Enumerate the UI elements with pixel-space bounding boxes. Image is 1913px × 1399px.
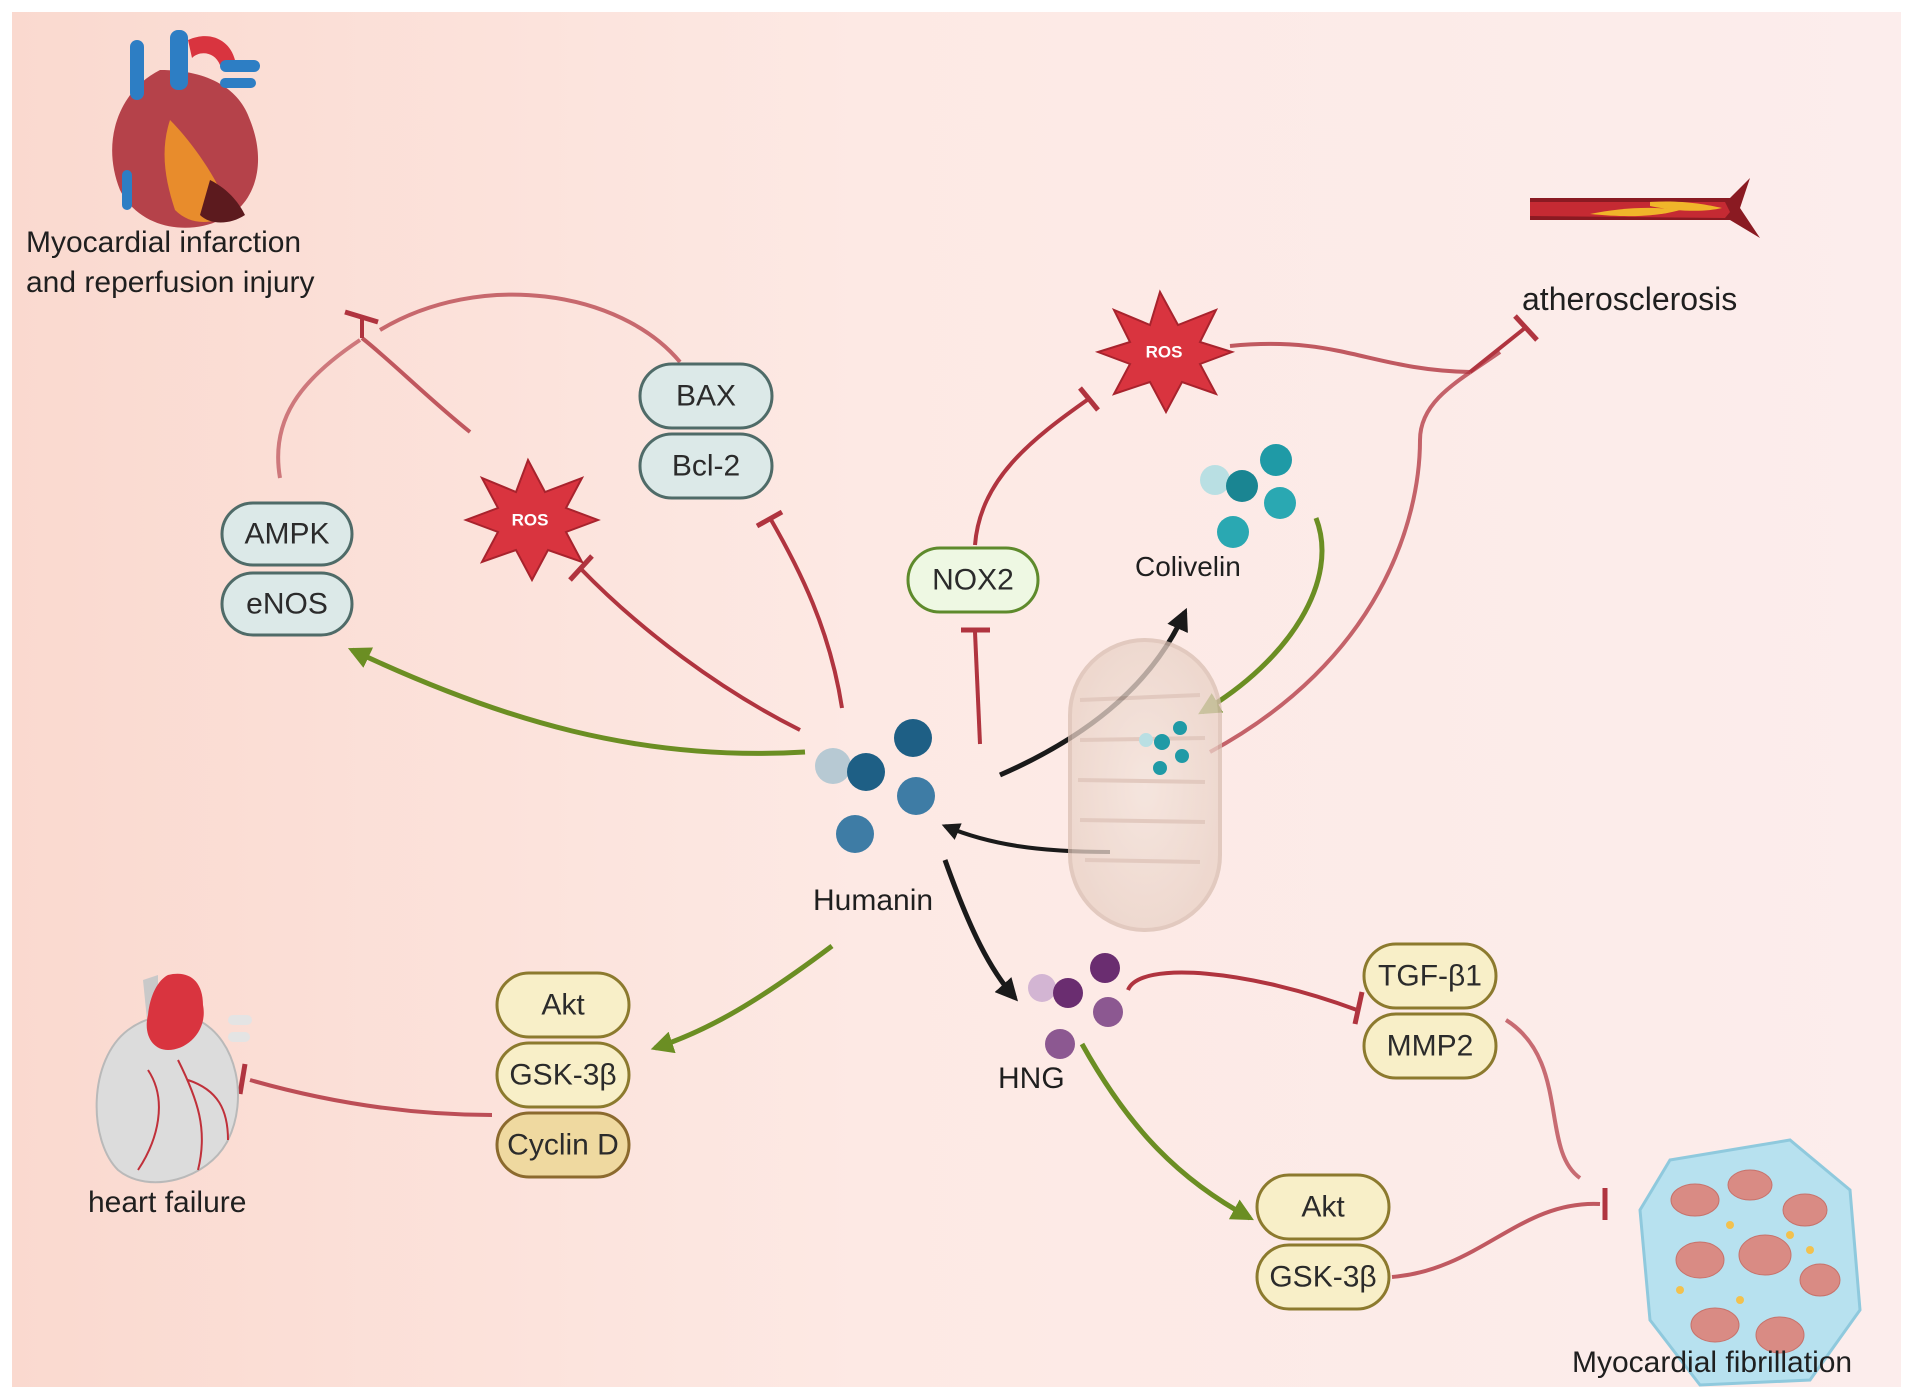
humanin-molecule-icon	[815, 719, 935, 853]
inhibit-tbar-ros-right	[1078, 386, 1100, 412]
inhibit-tbar-heart-failure	[237, 1063, 248, 1095]
colivelin-molecule-icon	[1200, 444, 1296, 548]
inhibit-tbar-mi-cap	[344, 309, 379, 325]
inhibit-line-humanin-to-ros-left	[578, 566, 801, 732]
inhibit-line-humanin-to-nox2	[973, 631, 982, 745]
mmp2-label: MMP2	[1387, 1030, 1474, 1063]
inhibit-line-mmp2-to-fibrillation	[1504, 1018, 1582, 1180]
enos-label: eNOS	[246, 588, 328, 621]
inhibit-line-athero-stem	[1468, 326, 1527, 374]
atherosclerosis-label: atherosclerosis	[1522, 281, 1737, 317]
inhibit-line-ampk-to-mi	[276, 338, 362, 479]
heart-failure-label: heart failure	[88, 1186, 246, 1219]
nox2-label: NOX2	[932, 564, 1014, 597]
activate-line-hng-to-akt-right	[1079, 1042, 1254, 1221]
gsk3b-right-box: GSK-3β	[1255, 1243, 1391, 1311]
colivelin-label: Colivelin	[1135, 551, 1241, 582]
heart-infarction-icon	[112, 30, 260, 228]
mmp2-box: MMP2	[1362, 1012, 1498, 1080]
background-panel	[12, 12, 1901, 1387]
bax-box: BAX	[638, 362, 774, 430]
gsk3b-right-label: GSK-3β	[1269, 1261, 1376, 1294]
ros-left-label: ROS	[512, 511, 549, 530]
ros-right-icon: ROS	[1094, 289, 1236, 415]
flow-line-humanin-to-hng	[942, 859, 1018, 1002]
inhibit-line-humanin-to-bcl2	[768, 517, 844, 709]
akt-left-label: Akt	[541, 989, 585, 1022]
inhibit-line-ros-to-athero	[1229, 341, 1471, 374]
bax-label: BAX	[676, 380, 736, 413]
atherosclerotic-artery-icon	[1530, 178, 1760, 238]
activate-line-humanin-to-enos	[347, 647, 806, 756]
tgfb1-box: TGF-β1	[1362, 942, 1498, 1010]
inhibit-line-bax-to-mi	[378, 292, 682, 364]
gsk3b-left-label: GSK-3β	[509, 1059, 616, 1092]
inhibit-line-mito-to-athero	[1209, 350, 1502, 754]
inhibit-line-akt-to-heart-failure	[249, 1078, 493, 1117]
connectors	[237, 292, 1608, 1279]
myocardial-fibrillation-label: Myocardial fibrillation	[1572, 1346, 1852, 1379]
fibrotic-tissue-icon	[1638, 1138, 1862, 1387]
activate-line-humanin-to-akt-left	[650, 943, 834, 1054]
inhibit-line-hng-to-tgfb1	[1126, 970, 1358, 1012]
inhibit-tbar-ros-left	[568, 554, 594, 582]
cyclin-d-label: Cyclin D	[507, 1129, 619, 1162]
hng-label: HNG	[998, 1062, 1065, 1095]
mitochondrion-icon	[1068, 638, 1222, 932]
bcl2-label: Bcl-2	[672, 450, 740, 483]
mi-label-line2: and reperfusion injury	[26, 266, 315, 299]
mi-label-line1: Myocardial infarction	[26, 226, 301, 259]
inhibit-tbar-tgfb1	[1352, 991, 1365, 1025]
inhibit-tbar-athero	[1513, 314, 1539, 342]
ampk-box: AMPK	[220, 501, 354, 567]
colivelin-in-mitochondria	[1139, 721, 1189, 775]
hng-molecule-icon	[1028, 953, 1123, 1059]
failing-heart-icon	[95, 973, 252, 1184]
ros-right-label: ROS	[1146, 343, 1183, 362]
inhibit-line-nox2-to-ros-right	[973, 396, 1092, 546]
akt-right-label: Akt	[1301, 1191, 1345, 1224]
activate-line-colivelin-to-mito	[1198, 517, 1325, 715]
gsk3b-left-box: GSK-3β	[495, 1041, 631, 1109]
nox2-box: NOX2	[906, 546, 1040, 614]
humanin-label: Humanin	[813, 884, 933, 917]
ampk-label: AMPK	[244, 518, 329, 551]
akt-left-box: Akt	[495, 971, 631, 1039]
cyclin-d-box: Cyclin D	[495, 1111, 631, 1179]
inhibit-tbar-bcl2	[755, 509, 784, 529]
akt-right-box: Akt	[1255, 1173, 1391, 1241]
inhibit-line-ros-to-mi	[360, 336, 472, 434]
enos-box: eNOS	[220, 571, 354, 637]
ros-left-icon: ROS	[463, 457, 601, 583]
tgfb1-label: TGF-β1	[1378, 960, 1482, 993]
bcl2-box: Bcl-2	[638, 432, 774, 500]
inhibit-line-gsk-to-fibrillation	[1391, 1201, 1601, 1279]
